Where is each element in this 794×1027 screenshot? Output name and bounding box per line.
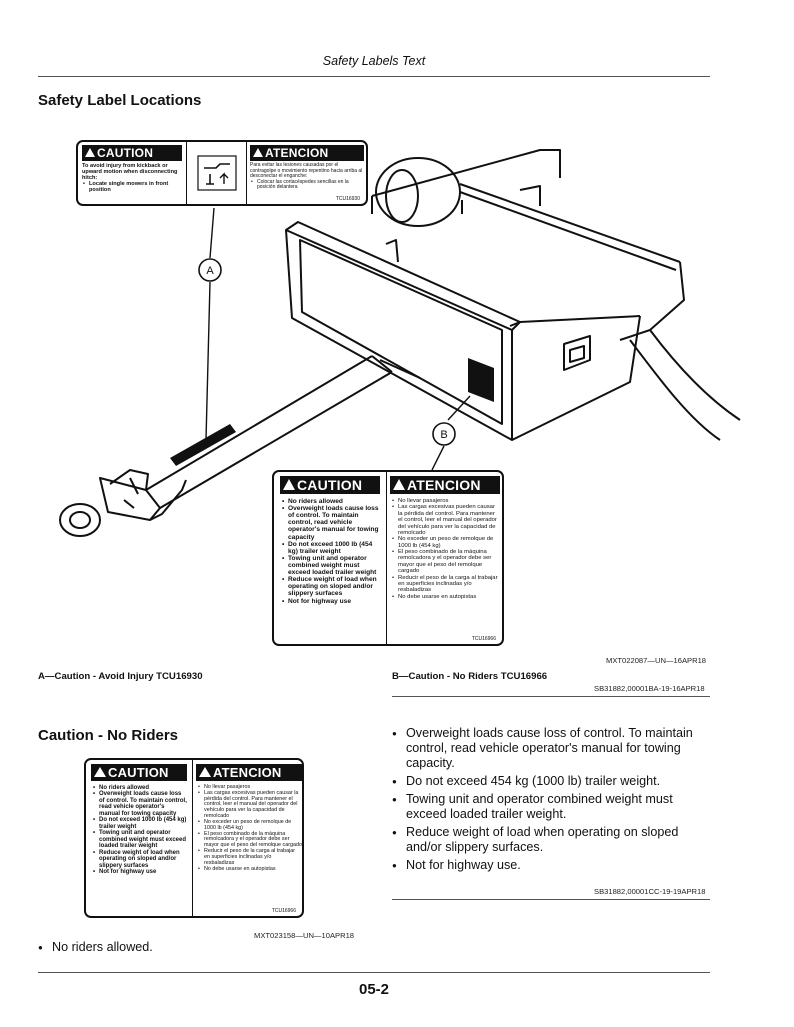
reference-id-2: SB31882,00001CC-19-19APR18 [594, 887, 706, 896]
figure-id-1: MXT022087—UN—16APR18 [606, 656, 707, 665]
label-b-en-title: CAUTION [297, 477, 363, 493]
label-a-en-title: CAUTION [97, 146, 154, 160]
trailer-illustration: A B [59, 149, 741, 537]
label-small-en-item: Not for highway use [93, 869, 187, 876]
label-a-es-title: ATENCION [265, 146, 329, 160]
header-rule [38, 76, 710, 77]
pictogram-kickback-icon [190, 142, 244, 204]
label-small-es-item: El peso combinado de la máquina remolcad… [198, 831, 302, 849]
section-heading-locations: Safety Label Locations [38, 92, 202, 109]
label-small-en-item: No riders allowed [93, 785, 187, 792]
reference-rule-2 [392, 899, 710, 900]
bullet-item: Not for highway use. [392, 858, 712, 873]
warning-triangle-icon [393, 479, 405, 490]
label-a-es-text: Para evitar las lesiones causadas por el… [250, 162, 363, 179]
section-heading-no-riders: Caution - No Riders [38, 727, 179, 744]
label-b-es-item: Las cargas excesivas pueden causar la pé… [392, 504, 500, 536]
label-small-en-item: Overweight loads cause loss of control. … [93, 791, 187, 817]
label-a-en-text: To avoid injury from kickback or upward … [82, 163, 178, 182]
bullet-item: Reduce weight of load when operating on … [392, 825, 712, 855]
label-b-es-title: ATENCION [407, 477, 481, 493]
figure-id-2: MXT023158—UN—10APR18 [254, 931, 355, 940]
label-small-code: TCU16966 [271, 908, 296, 914]
caption-a: A—Caution - Avoid Injury TCU16930 [38, 671, 203, 682]
page-number: 05-2 [358, 981, 390, 998]
label-small-en-item: Reduce weight of load when operating on … [93, 850, 187, 869]
label-b-en-item: Overweight loads cause loss of control. … [282, 505, 380, 541]
label-b-en-item: Towing unit and operator combined weight… [282, 555, 380, 576]
label-a-code: TCU16930 [335, 196, 360, 202]
label-b-en-item: Not for highway use [282, 598, 380, 605]
label-a-en-bullet: Locate single mowers in front position [83, 181, 182, 193]
label-small-es-item: No debe usarse en autopistas [198, 866, 302, 873]
label-b-es-item: El peso combinado de la máquina remolcad… [392, 549, 500, 575]
bullet-item: Towing unit and operator combined weight… [392, 792, 712, 822]
label-small-es-title: ATENCION [213, 765, 282, 780]
label-b-es-item: Reducir el peso de la carga al trabajar … [392, 575, 500, 594]
safety-label-no-riders-small: CAUTION No riders allowed Overweight loa… [84, 758, 304, 918]
label-b-es-item: No llevar pasajeros [392, 498, 500, 505]
safety-label-no-riders-large: CAUTION No riders allowed Overweight loa… [272, 470, 504, 646]
label-b-code: TCU16966 [471, 636, 496, 642]
label-small-en-item: Towing unit and operator combined weight… [93, 830, 187, 849]
reference-id-1: SB31882,00001BA-19-16APR18 [594, 684, 705, 693]
warning-triangle-icon [253, 148, 263, 157]
safety-label-avoid-injury: CAUTION To avoid injury from kickback or… [76, 140, 368, 206]
label-b-en-item: Reduce weight of load when operating on … [282, 576, 380, 597]
bullet-item: Do not exceed 454 kg (1000 lb) trailer w… [392, 774, 712, 789]
warning-triangle-icon [283, 479, 295, 490]
running-header: Safety Labels Text [322, 54, 426, 68]
label-small-es-item: No exceder un peso de remolque de 1000 l… [198, 819, 302, 832]
label-small-es-item: Reducir el peso de la carga al trabajar … [198, 848, 302, 866]
label-a-es-bullet: Colocar las cortacéspedes sencillas en l… [251, 179, 364, 191]
label-small-en-title: CAUTION [108, 765, 169, 780]
bullet-no-riders: No riders allowed. [38, 940, 338, 955]
caption-b: B—Caution - No Riders TCU16966 [392, 671, 548, 682]
label-b-es-item: No debe usarse en autopistas [392, 594, 500, 601]
warning-triangle-icon [85, 148, 95, 157]
callout-b: B [440, 429, 447, 441]
warning-triangle-icon [199, 767, 211, 777]
label-small-en-item: Do not exceed 1000 lb (454 kg) trailer w… [93, 817, 187, 830]
warning-triangle-icon [94, 767, 106, 777]
label-small-es-item: No llevar pasajeros [198, 784, 302, 791]
bullet-item: Overweight loads cause loss of control. … [392, 726, 712, 771]
label-small-es-item: Las cargas excesivas pueden causar la pé… [198, 790, 302, 820]
label-b-en-item: No riders allowed [282, 498, 380, 505]
reference-rule-1 [392, 696, 710, 697]
label-b-en-item: Do not exceed 1000 lb (454 kg) trailer w… [282, 541, 380, 555]
footer-rule [38, 972, 710, 973]
callout-a: A [206, 265, 214, 277]
label-b-es-item: No exceder un peso de remolque de 1000 l… [392, 536, 500, 549]
